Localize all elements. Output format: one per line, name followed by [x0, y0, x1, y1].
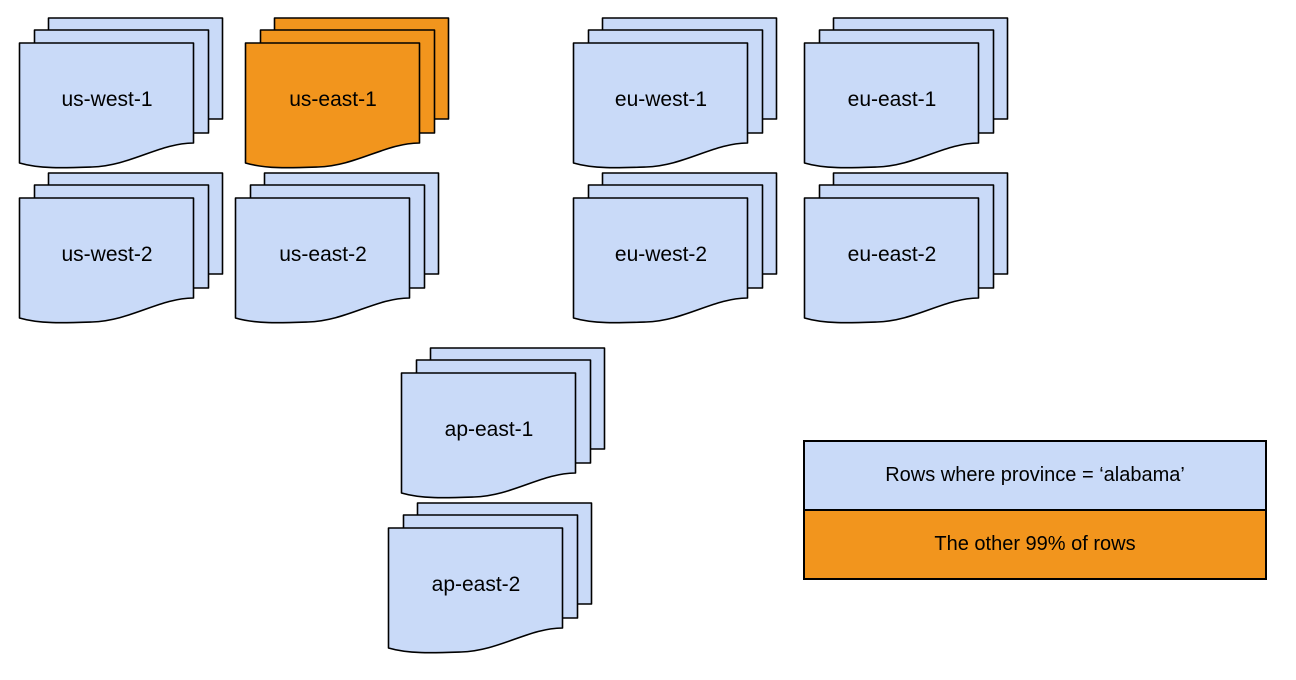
region-stack-ap-east-1: ap-east-1 [400, 347, 606, 502]
region-stack-eu-west-1: eu-west-1 [572, 17, 778, 172]
region-label: us-east-2 [279, 243, 367, 266]
legend: Rows where province = ‘alabama’ The othe… [803, 440, 1267, 580]
document-stack-icon [18, 172, 224, 324]
region-label: eu-east-1 [847, 88, 937, 111]
region-label: us-west-2 [61, 243, 153, 266]
document-stack-icon [572, 17, 778, 169]
region-label: eu-east-2 [847, 243, 937, 266]
document-stack-icon [572, 172, 778, 324]
document-stack-icon [387, 502, 593, 654]
region-stack-us-west-2: us-west-2 [18, 172, 224, 327]
region-stack-eu-east-1: eu-east-1 [803, 17, 1009, 172]
legend-item-label: Rows where province = ‘alabama’ [885, 464, 1185, 486]
document-stack-icon [803, 17, 1009, 169]
legend-item-label: The other 99% of rows [934, 533, 1136, 555]
document-stack-icon [803, 172, 1009, 324]
region-label: ap-east-2 [431, 573, 521, 596]
legend-item-alabama-rows: Rows where province = ‘alabama’ [805, 442, 1265, 511]
region-stack-us-east-2: us-east-2 [234, 172, 440, 327]
document-stack-icon [234, 172, 440, 324]
region-stack-eu-west-2: eu-west-2 [572, 172, 778, 327]
region-stack-us-east-1: us-east-1 [244, 17, 450, 172]
document-stack-icon [18, 17, 224, 169]
region-label: ap-east-1 [444, 418, 534, 441]
region-label: us-west-1 [61, 88, 153, 111]
document-stack-icon [244, 17, 450, 169]
region-stack-us-west-1: us-west-1 [18, 17, 224, 172]
region-label: eu-west-2 [614, 243, 708, 266]
document-stack-icon [400, 347, 606, 499]
region-label: us-east-1 [289, 88, 377, 111]
region-stack-ap-east-2: ap-east-2 [387, 502, 593, 657]
region-label: eu-west-1 [614, 88, 708, 111]
legend-item-other-rows: The other 99% of rows [805, 511, 1265, 578]
region-stack-eu-east-2: eu-east-2 [803, 172, 1009, 327]
